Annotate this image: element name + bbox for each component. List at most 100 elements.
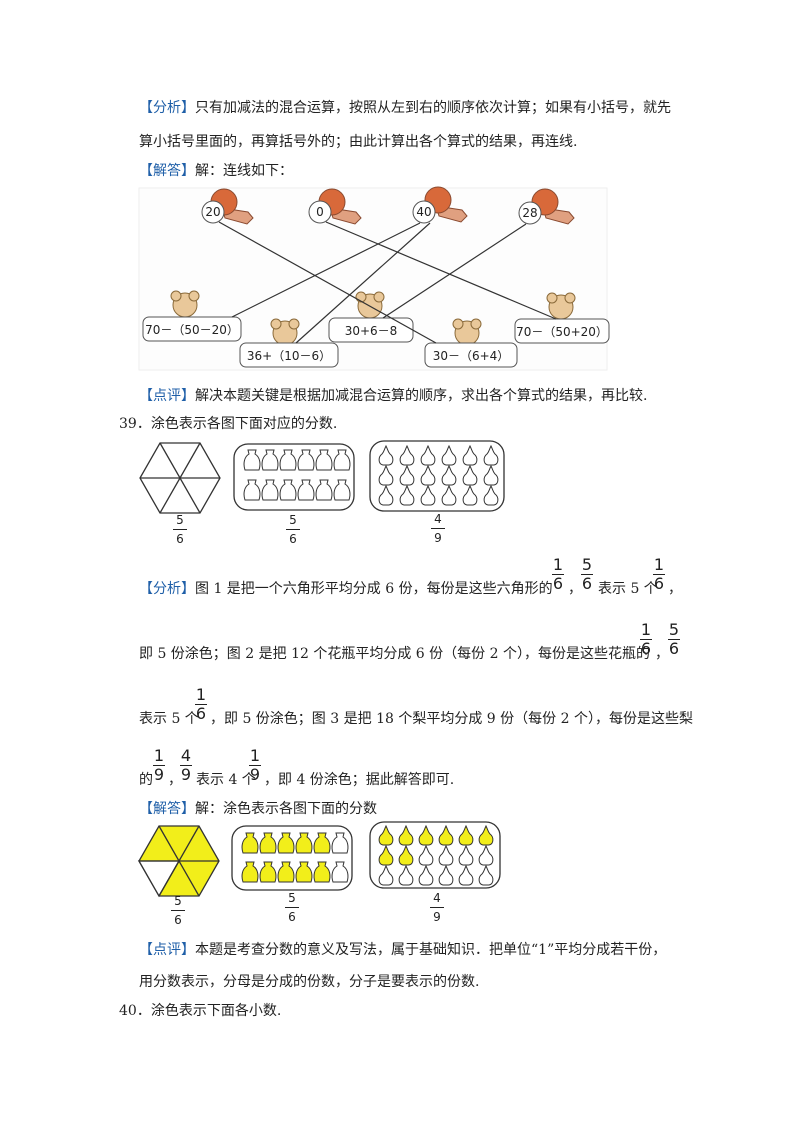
paddle-28 [518,188,575,225]
pear-icon [438,844,454,866]
paddle-0 [308,188,362,225]
vase-icon [259,861,277,883]
expression-text: 36+（10－6） [247,349,331,363]
pear-icon [398,844,414,866]
pear-icon [478,864,494,886]
hexagon-shaded [137,825,220,898]
vase-icon [331,832,349,854]
pear-icon [398,864,414,886]
pear-box [369,440,505,512]
pear-icon [378,444,499,506]
vase-icon [295,832,313,854]
vase-box [233,443,355,511]
vase-icon [333,449,351,471]
vase-icon [243,449,261,471]
pear-icon [438,824,454,846]
comment-tag: 【点评】 [139,388,195,404]
vase-icon [313,861,331,883]
expression-text: 30－（6+4） [433,349,510,363]
vase-icon [297,479,315,501]
p39-analysis-1: 【分析】图 1 是把一个六角形平均分成 6 份，每份是这些六角形的 [139,581,553,597]
top-number: 0 [316,205,324,219]
answer-line: 【解答】解：连线如下： [139,163,293,179]
answer-tag: 【解答】 [139,163,195,179]
analysis-line-1: 【分析】只有加减法的混合运算，按照从左到右的顺序依次计算；如果有小括号，就先 [139,100,671,116]
vase-icon [277,861,295,883]
paddle-40 [412,186,468,224]
pear-icon [378,864,394,886]
vase-icon [279,449,297,471]
vase-icon [243,479,261,501]
expression-text: 70－（50+20） [516,325,608,339]
pear-icon [458,864,474,886]
question-40: 40．涂色表示下面各小数. [119,1003,282,1019]
expression-text: 70－（50－20） [145,323,239,337]
pear-icon [378,484,394,506]
pear-box-shaded [369,821,501,889]
vase-icon [315,449,333,471]
p39-answer: 【解答】解：涂色表示各图下面的分数 [139,801,377,817]
expression-box [424,342,518,368]
top-number: 20 [205,205,220,219]
pear-icon [398,824,414,846]
pear-icon [418,844,434,866]
vase-icon [333,479,351,501]
pear-icon [378,824,394,846]
expression-box [239,342,339,368]
vase-icon [331,861,349,883]
pear-icon [441,484,457,506]
pear-icon [378,844,394,866]
vase-icon [241,832,349,883]
vase-box-shaded [231,825,353,891]
expression-text: 30+6－8 [345,324,398,338]
pear-icon [418,864,434,886]
pear-icon [478,824,494,846]
vase-icon [279,479,297,501]
pear-icon [458,844,474,866]
comment-line: 【点评】解决本题关键是根据加减混合运算的顺序，求出各个算式的结果，再比较. [139,388,648,404]
vase-icon [297,449,315,471]
vase-icon [261,449,279,471]
p39-analysis-4: 的 [139,772,153,788]
p39-comment-2: 用分数表示，分母是分成的份数，分子是要表示的份数. [139,974,480,990]
vase-icon [295,861,313,883]
expression-box [142,316,242,342]
pear-icon [420,484,436,506]
pear-icon [418,824,434,846]
p39-analysis-3: 表示 5 个 [139,711,199,727]
paddle-20 [201,188,254,225]
pear-icon [478,844,494,866]
connecting-lines [218,221,557,344]
vase-icon [261,479,279,501]
vase-icon [243,449,351,501]
vase-icon [315,479,333,501]
p39-comment-1: 【点评】本题是考查分数的意义及写法，属于基础知识．把单位“1”平均分成若干份， [139,942,667,958]
top-number: 40 [416,205,431,219]
pear-icon [378,824,494,886]
analysis-tag: 【分析】 [139,100,195,116]
pear-icon [462,484,478,506]
pear-icon [399,484,415,506]
vase-icon [241,832,259,854]
vase-icon [259,832,277,854]
question-39: 39．涂色表示各图下面对应的分数. [119,416,338,432]
vase-icon [277,832,295,854]
pear-icon [458,824,474,846]
expression-box [514,318,610,344]
top-number: 28 [522,206,537,220]
